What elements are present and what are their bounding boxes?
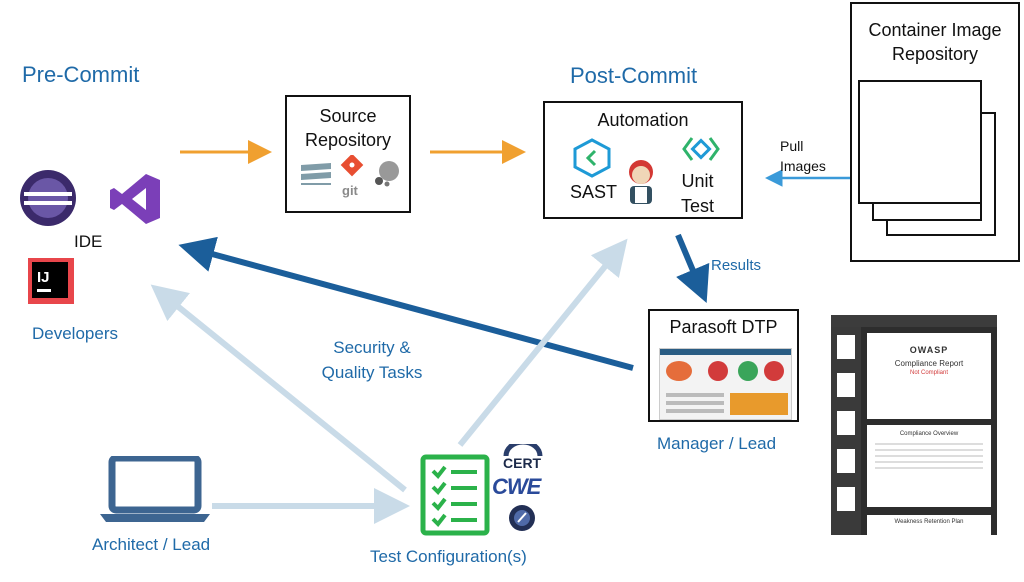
report-page-3: Weakness Retention Plan <box>867 515 991 535</box>
owasp-logo: OWASP <box>909 345 949 355</box>
automation-title: Automation <box>597 110 689 130</box>
arrow-results-to-dtp <box>675 233 710 304</box>
container-repo-line2: Repository <box>891 44 979 64</box>
cwe-badge: CWE <box>492 474 541 499</box>
jenkins-icon <box>623 157 659 207</box>
intellij-icon: IJ <box>28 258 74 304</box>
unit-test-line2: Test <box>681 196 715 216</box>
developers-label: Developers <box>32 324 118 343</box>
tasks-line1: Security & <box>333 338 411 357</box>
results-label: Results <box>711 257 762 274</box>
source-repository-box: Source Repository git <box>285 95 411 213</box>
pull-images-line2: Images <box>780 158 826 174</box>
tasks-line2: Quality Tasks <box>321 363 423 382</box>
svn-icon <box>299 159 333 187</box>
arrow-testconfig-to-developers <box>150 284 407 493</box>
owasp-badge-icon <box>508 504 536 532</box>
git-text: git <box>342 183 358 198</box>
parasoft-dtp-box: Parasoft DTP <box>648 309 799 422</box>
architect-lead-label: Architect / Lead <box>92 535 211 554</box>
dtp-dashboard-thumbnail <box>659 348 792 420</box>
arrow-testconfig-to-automation <box>457 238 628 447</box>
cert-badge: CERT <box>500 439 546 474</box>
git-icon <box>337 153 367 185</box>
svg-text:IJ: IJ <box>37 269 50 286</box>
pre-commit-title: Pre-Commit <box>22 62 140 87</box>
report-title: Compliance Report <box>894 359 964 368</box>
test-configuration-label: Test Configuration(s) <box>370 547 527 566</box>
report-status: Not Compliant <box>909 370 948 376</box>
source-repo-line1: Source <box>319 106 377 126</box>
pull-images-line1: Pull <box>780 138 804 154</box>
automation-box: Automation SAST Unit Test <box>543 101 743 219</box>
container-image-repository-box: Container Image Repository <box>850 2 1020 262</box>
dtp-title: Parasoft DTP <box>669 317 778 337</box>
post-commit-title: Post-Commit <box>570 63 698 88</box>
ide-label: IDE <box>74 232 103 251</box>
report-page-2: Compliance Overview <box>867 425 991 507</box>
manager-lead-label: Manager / Lead <box>657 434 777 453</box>
eclipse-icon <box>18 168 78 228</box>
checklist-icon <box>420 454 490 536</box>
sast-label: SAST <box>570 182 618 202</box>
laptop-icon <box>100 454 212 524</box>
source-repo-line2: Repository <box>304 130 392 150</box>
container-repo-line1: Container Image <box>868 20 1002 40</box>
arrow-dtp-to-developers <box>178 236 634 371</box>
report-plan: Weakness Retention Plan <box>894 519 964 525</box>
compliance-report-screenshot: OWASP Compliance Report Not Compliant Co… <box>831 315 997 535</box>
unit-test-icon <box>682 134 720 164</box>
visual-studio-icon <box>108 172 162 226</box>
mercurial-icon <box>373 159 401 187</box>
report-overview: Compliance Overview <box>899 431 959 437</box>
report-page-1: OWASP Compliance Report Not Compliant <box>867 333 991 419</box>
image-layer-1 <box>858 80 982 204</box>
unit-test-line1: Unit <box>681 171 714 191</box>
sast-icon <box>572 138 612 178</box>
cert-text: CERT <box>503 455 542 471</box>
